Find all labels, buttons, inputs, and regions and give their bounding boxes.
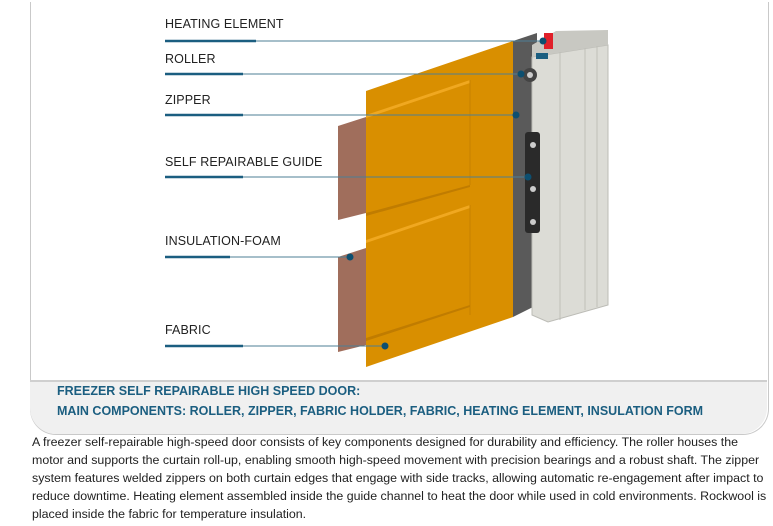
roller-bolt [527, 72, 533, 78]
description-paragraph: A freezer self-repairable high-speed doo… [32, 435, 767, 521]
heating-seal [536, 53, 548, 59]
guide-profile [531, 30, 609, 323]
insulation-foam-panels [338, 117, 366, 352]
fabric-curtain [366, 41, 513, 367]
label-underlines [165, 39, 256, 348]
self-repairable-guide-bracket [525, 132, 540, 233]
label-zipper: ZIPPER [165, 93, 211, 107]
caption-components: MAIN COMPONENTS: ROLLER, ZIPPER, FABRIC … [57, 404, 704, 418]
diagram-card [30, 2, 769, 435]
label-self-repairable-guide: SELF REPAIRABLE GUIDE [165, 155, 323, 169]
callout-dots [346, 37, 547, 350]
label-roller: ROLLER [165, 52, 216, 66]
label-insulation-foam: INSULATION-FOAM [165, 234, 281, 248]
label-heating-element: HEATING ELEMENT [165, 17, 284, 31]
heating-element [544, 33, 553, 49]
caption-title: FREEZER SELF REPAIRABLE HIGH SPEED DOOR: [57, 384, 361, 398]
label-fabric: FABRIC [165, 323, 211, 337]
caption-bar [30, 380, 767, 434]
